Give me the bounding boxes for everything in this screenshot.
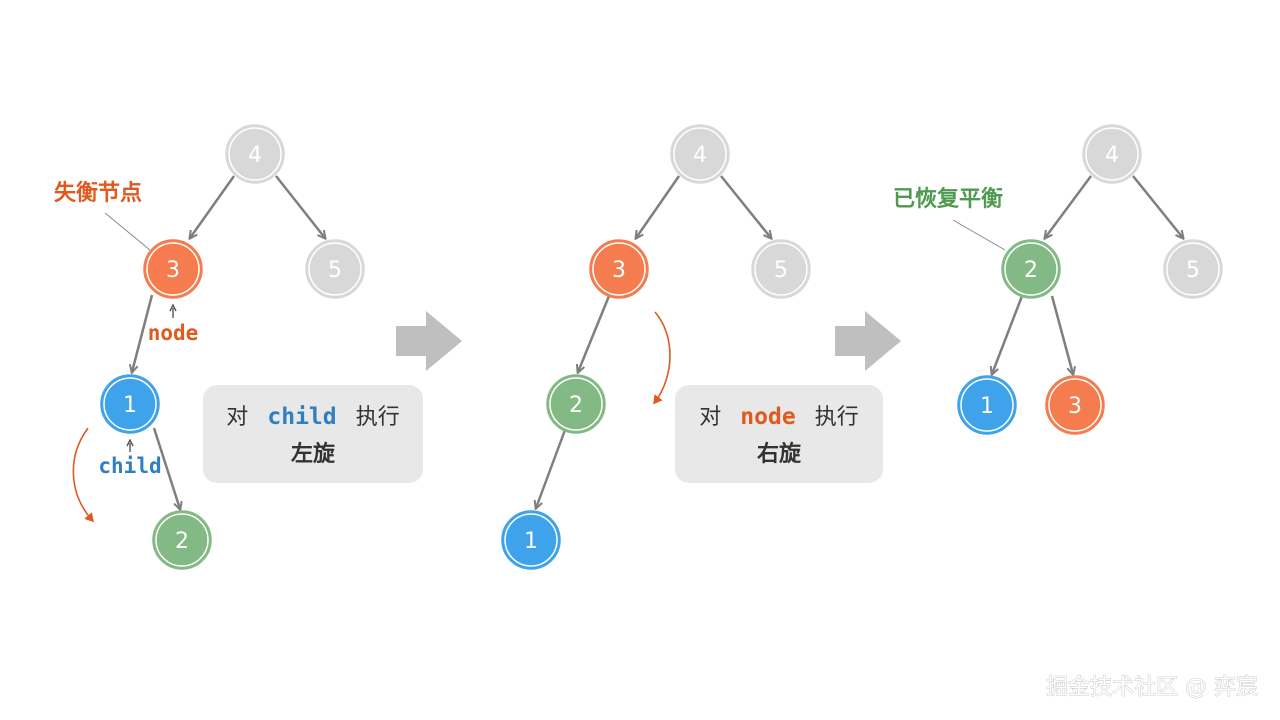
tree-node-5: 5 <box>751 239 811 299</box>
instruction-box-left-rotate: 对 child 执行 左旋 <box>203 385 423 483</box>
tree-node-4: 4 <box>225 124 285 184</box>
edge-4-5 <box>1132 175 1183 238</box>
step-arrow-1 <box>396 311 462 371</box>
tree-node-3-unbalanced: 3 <box>143 239 203 299</box>
instruction-box-right-rotate: 对 node 执行 右旋 <box>675 385 883 483</box>
node-label: 1 <box>980 394 994 419</box>
tree-node-4: 4 <box>670 124 730 184</box>
tree-node-5: 5 <box>305 239 365 299</box>
node-label: 2 <box>1024 258 1038 283</box>
node-label: 2 <box>569 393 583 418</box>
instruction-suffix: 执行 <box>815 405 859 430</box>
balanced-title: 已恢复平衡 <box>893 186 1003 212</box>
node-label: 4 <box>693 143 707 168</box>
node-label: 3 <box>1068 394 1082 419</box>
tree-node-2: 2 <box>1001 239 1061 299</box>
node-label: 4 <box>248 143 262 168</box>
instruction-action-left-rotate: 左旋 <box>291 441 336 467</box>
node-label: 1 <box>123 393 137 418</box>
panel-1: 失衡节点 4 3 5 1 2 node <box>54 124 365 570</box>
instruction-suffix: 执行 <box>356 405 400 430</box>
child-pointer-label: child <box>98 454 161 478</box>
tree-node-3: 3 <box>1045 375 1105 435</box>
instruction-prefix: 对 <box>226 405 248 430</box>
edge-4-3 <box>190 175 236 238</box>
edge-4-2 <box>1045 175 1093 238</box>
node-label: 3 <box>612 258 626 283</box>
instruction-code-child: child <box>267 404 336 430</box>
edge-4-5 <box>275 175 325 238</box>
node-label: 5 <box>1186 258 1200 283</box>
node-label: 5 <box>328 258 342 283</box>
rotation-arrow-left <box>72 427 94 523</box>
tree-node-1-child: 1 <box>100 374 160 434</box>
title-leader-line <box>104 212 151 251</box>
tree-node-5: 5 <box>1163 239 1223 299</box>
instruction-prefix: 对 <box>699 405 721 430</box>
instruction-action-right-rotate: 右旋 <box>757 441 802 467</box>
node-label: 2 <box>175 529 189 554</box>
tree-node-2: 2 <box>546 374 606 434</box>
tree-node-2: 2 <box>152 510 212 570</box>
rotation-arrow-right <box>653 311 671 405</box>
title-leader-line <box>952 219 1006 251</box>
instruction-line-1: 对 node 执行 <box>699 404 859 430</box>
edge-2-1 <box>992 295 1024 374</box>
step-arrow-2 <box>835 311 901 371</box>
edge-3-2 <box>578 295 611 372</box>
edge-2-3 <box>1050 295 1073 374</box>
unbalanced-node-title: 失衡节点 <box>54 180 142 206</box>
tree-node-4: 4 <box>1082 124 1142 184</box>
panel-2: 4 3 5 2 1 <box>501 124 811 570</box>
tree-node-3-unbalanced: 3 <box>589 239 649 299</box>
edge-3-1 <box>132 294 154 372</box>
watermark: 掘金技术社区 @ 弈宸 <box>1046 675 1258 700</box>
instruction-code-node: node <box>740 404 795 430</box>
tree-node-1: 1 <box>957 375 1017 435</box>
tree-node-1: 1 <box>501 510 561 570</box>
edge-4-5 <box>720 175 771 238</box>
node-label: 5 <box>774 258 788 283</box>
edge-4-3 <box>636 175 681 238</box>
instruction-line-1: 对 child 执行 <box>226 404 399 430</box>
node-label: 4 <box>1105 143 1119 168</box>
panel-3: 已恢复平衡 4 2 5 1 3 <box>893 124 1223 435</box>
edge-2-1 <box>536 429 567 508</box>
node-label: 1 <box>524 529 538 554</box>
node-label: 3 <box>166 258 180 283</box>
node-pointer-label: node <box>148 321 199 345</box>
edge-1-2 <box>152 427 180 509</box>
